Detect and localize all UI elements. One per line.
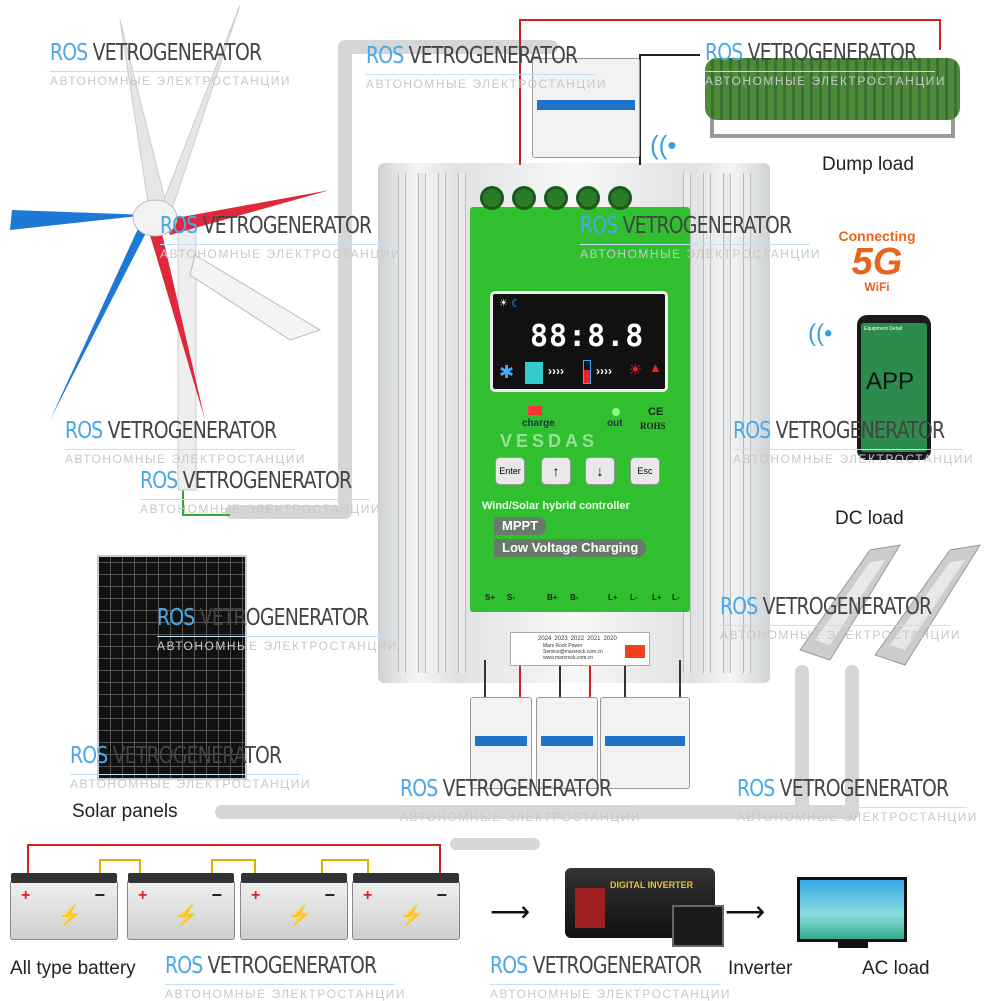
top-terminal: [608, 186, 632, 210]
solar-icon: [525, 362, 543, 384]
battery-icon: [583, 360, 591, 384]
battery-4: +−⚡: [352, 873, 460, 940]
lcd-digits: 88:8.8: [530, 319, 645, 354]
bolt-icon: ⚡: [287, 905, 312, 927]
5g-text: 5G: [851, 241, 903, 283]
up-button[interactable]: ↑: [541, 457, 571, 485]
battery-label: All type battery: [10, 958, 136, 979]
battery-3: +−⚡: [240, 873, 348, 940]
out-led-label: out: [607, 418, 623, 429]
arrow-icon: ⟶: [490, 896, 531, 927]
controller-title: Wind/Solar hybrid controller: [482, 500, 630, 512]
solar-panels-label: Solar panels: [72, 801, 178, 822]
flow-arrows-icon: ››››: [548, 364, 564, 378]
terminal-l2-plus: L+: [652, 593, 662, 602]
terminal-b-plus: B+: [547, 593, 558, 602]
top-terminal: [576, 186, 600, 210]
sun-icon: ☀: [499, 298, 508, 309]
terminal-s-minus: S-: [507, 593, 515, 602]
bolt-icon: ⚡: [57, 905, 82, 927]
turbine-cable-vertical: [338, 45, 352, 515]
year-2023: 2023: [554, 636, 568, 642]
out-led: [612, 408, 620, 416]
mppt-feature: MPPT: [494, 517, 547, 535]
inverter-remote: [672, 905, 724, 947]
year-2021: 2021: [587, 636, 601, 642]
charge-led: [528, 406, 542, 415]
solar-circuit-breaker: [470, 697, 532, 789]
dump-load-bracket: [710, 110, 955, 138]
year-2024: 2024: [538, 636, 552, 642]
solar-cable: [215, 805, 855, 819]
bolt-icon: ⚡: [174, 905, 199, 927]
app-label: APP: [866, 368, 915, 395]
fan-icon: ✱: [499, 362, 515, 382]
down-button[interactable]: ↓: [585, 457, 615, 485]
dc-load-label: DC load: [835, 508, 904, 529]
phone: Equipment Detail APP: [857, 315, 931, 460]
product-sticker: 2024 2023 2022 2021 2020 Mars Rock Power…: [510, 632, 650, 666]
wind-turbine: [10, 4, 330, 491]
inverter-display: [575, 888, 605, 928]
battery-2: +−⚡: [127, 873, 235, 940]
wifi-icon: ((•: [650, 130, 677, 160]
year-2022: 2022: [570, 636, 585, 642]
lcd-display: 88:8.8 ☀ ☾ ✱ ›››› ›››› ☀ ▲: [490, 291, 668, 392]
battery-cable: [450, 838, 540, 850]
terminal-l1-plus: L+: [608, 593, 618, 602]
maker-email: Service@marsrock.com.cn: [543, 649, 603, 655]
terminal-l1-minus: L-: [630, 593, 638, 602]
street-lights: [799, 544, 982, 666]
wifi-text: WiFi: [864, 280, 890, 294]
arrow-icon: ⟶: [725, 896, 766, 927]
enter-button[interactable]: Enter: [495, 457, 525, 485]
esc-button[interactable]: Esc: [630, 457, 660, 485]
top-terminal: [480, 186, 504, 210]
vesdas-logo: VESDAS: [500, 431, 599, 451]
terminal-l2-minus: L-: [672, 593, 680, 602]
dump-load-label: Dump load: [822, 154, 914, 175]
top-terminal: [512, 186, 536, 210]
rohs-mark: ROHS: [640, 421, 666, 431]
tv: [797, 877, 907, 942]
solar-panel: [97, 555, 247, 780]
moon-icon: ☾: [511, 298, 521, 310]
signal-icon: ((•: [808, 320, 833, 347]
low-voltage-feature: Low Voltage Charging: [494, 539, 647, 557]
charge-led-label: charge: [522, 418, 555, 429]
dc-load-cable-2: [845, 665, 859, 820]
ce-mark: CE: [648, 406, 664, 418]
turbine-cable-bottom: [225, 505, 352, 519]
terminal-b-minus: B-: [570, 593, 579, 602]
top-circuit-breaker: [532, 58, 640, 158]
battery-circuit-breaker: [536, 697, 598, 789]
maker-name: Mars Rock Power: [543, 643, 583, 649]
connecting-text: Connecting: [838, 228, 916, 244]
year-2020: 2020: [603, 636, 617, 642]
terminal-s-plus: S+: [485, 593, 496, 602]
5g-wifi-badge: Connecting 5G WiFi: [812, 228, 942, 294]
tv-stand: [838, 942, 868, 948]
top-terminal: [544, 186, 568, 210]
maker-web: www.marsrock.com.cn: [543, 655, 594, 661]
bulb-icon: ☀: [628, 362, 643, 379]
battery-1: +−⚡: [10, 873, 118, 940]
load-circuit-breaker: [600, 697, 690, 789]
warning-icon: ▲: [649, 360, 662, 375]
phone-screen-title: Equipment Detail: [864, 326, 903, 332]
dump-load-resistor: [705, 58, 960, 120]
dc-load-cable: [795, 665, 809, 815]
inverter-label: Inverter: [728, 958, 793, 979]
turbine-cable-top: [338, 40, 558, 54]
inverter-brand: DIGITAL INVERTER: [610, 880, 694, 890]
ac-load-label: AC load: [862, 958, 930, 979]
flag-icon: [625, 645, 645, 658]
flow-arrows-icon: ››››: [596, 364, 612, 378]
bolt-icon: ⚡: [399, 905, 424, 927]
